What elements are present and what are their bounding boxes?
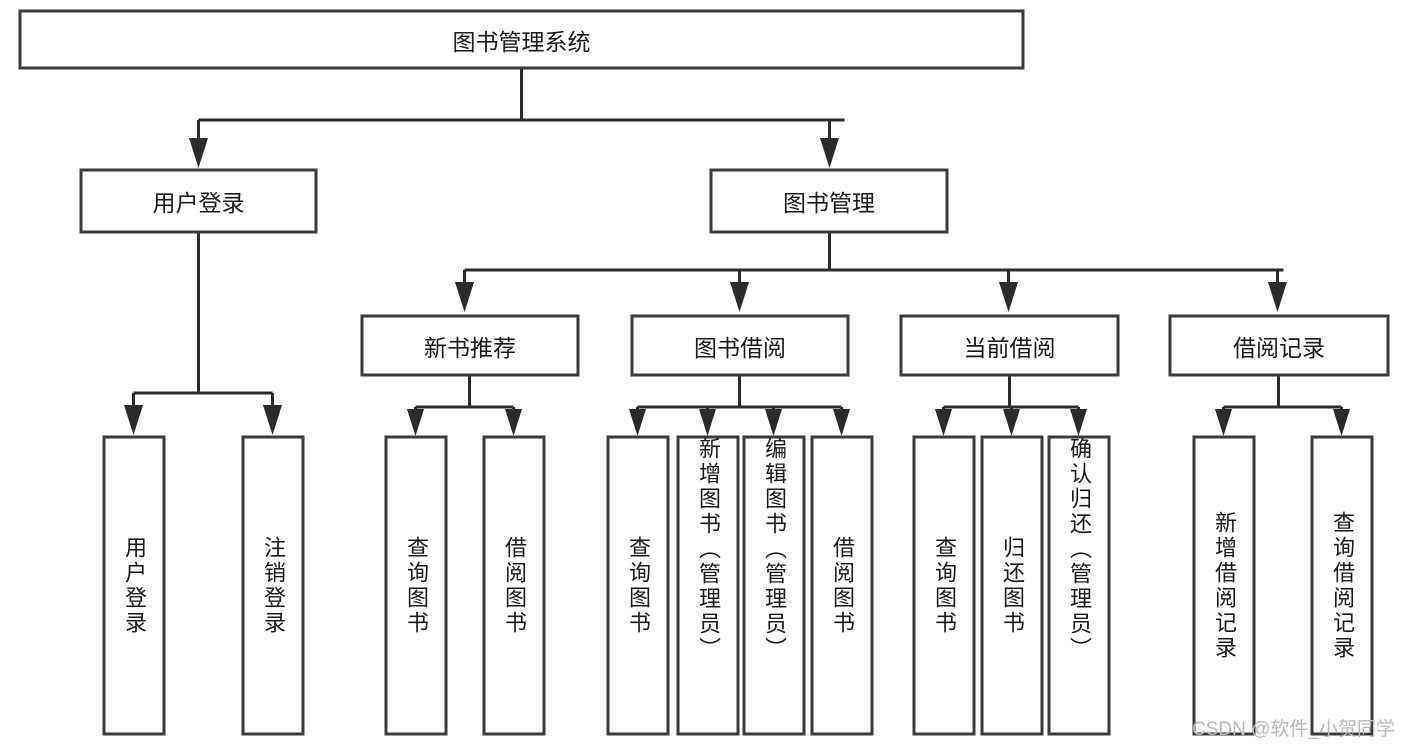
arrow-leaf-bw-4 [833, 409, 850, 436]
leaf-query-book-nb[interactable] [384, 435, 448, 736]
edges-records-to-leaves [1215, 375, 1350, 436]
leaf-logout[interactable] [241, 435, 305, 736]
arrow-leaf-bw-3 [765, 409, 782, 436]
edges-current-to-leaves [935, 375, 1087, 436]
node-root-system[interactable] [18, 9, 1025, 70]
arrow-leaf-user-login [124, 405, 143, 435]
arrow-leaf-logout [263, 405, 282, 435]
node-new-book-recommend[interactable] [360, 314, 580, 377]
leaf-query-borrow-record[interactable] [1310, 435, 1374, 736]
edges-book-mgmt-to-level3 [455, 232, 1287, 312]
arrow-leaf-bw-2 [699, 409, 716, 436]
leaf-query-book-cur[interactable] [912, 435, 976, 736]
leaf-edit-book-admin[interactable] [742, 435, 806, 736]
arrow-leaf-bw-1 [629, 409, 646, 436]
leaf-borrow-book-nb[interactable] [482, 435, 546, 736]
node-user-login[interactable] [79, 168, 318, 234]
edges-new-book-to-leaves [407, 375, 522, 436]
edges-root-to-level2 [189, 68, 845, 168]
arrow-to-borrow [730, 282, 749, 312]
node-book-management[interactable] [709, 168, 949, 234]
arrow-to-records [1268, 282, 1287, 312]
node-book-borrow[interactable] [630, 314, 850, 377]
arrow-to-new-book [455, 282, 474, 312]
node-borrow-records[interactable] [1168, 314, 1390, 377]
arrow-leaf-cur-3 [1070, 409, 1087, 436]
arrow-leaf-cur-1 [935, 409, 952, 436]
arrow-to-current [999, 282, 1018, 312]
arrow-leaf-rec-2 [1333, 409, 1350, 436]
leaf-user-login[interactable] [102, 435, 166, 736]
arrow-leaf-rec-1 [1215, 409, 1232, 436]
arrow-leaf-nb-2 [505, 409, 522, 436]
arrow-to-book-mgmt [820, 138, 839, 168]
arrow-leaf-cur-2 [1003, 409, 1020, 436]
leaf-query-book-bw[interactable] [606, 435, 670, 736]
leaf-borrow-book-bw[interactable] [810, 435, 874, 736]
edges-user-login-to-leaves [124, 232, 282, 435]
arrow-to-user-login [189, 138, 208, 168]
leaf-add-book-admin[interactable] [676, 435, 740, 736]
edges-borrow-to-leaves [629, 375, 850, 436]
arrow-leaf-nb-1 [407, 409, 424, 436]
node-current-borrow[interactable] [899, 314, 1120, 377]
leaf-return-book[interactable] [980, 435, 1044, 736]
leaf-add-borrow-record[interactable] [1192, 435, 1256, 736]
leaf-confirm-return-admin[interactable] [1047, 435, 1111, 736]
